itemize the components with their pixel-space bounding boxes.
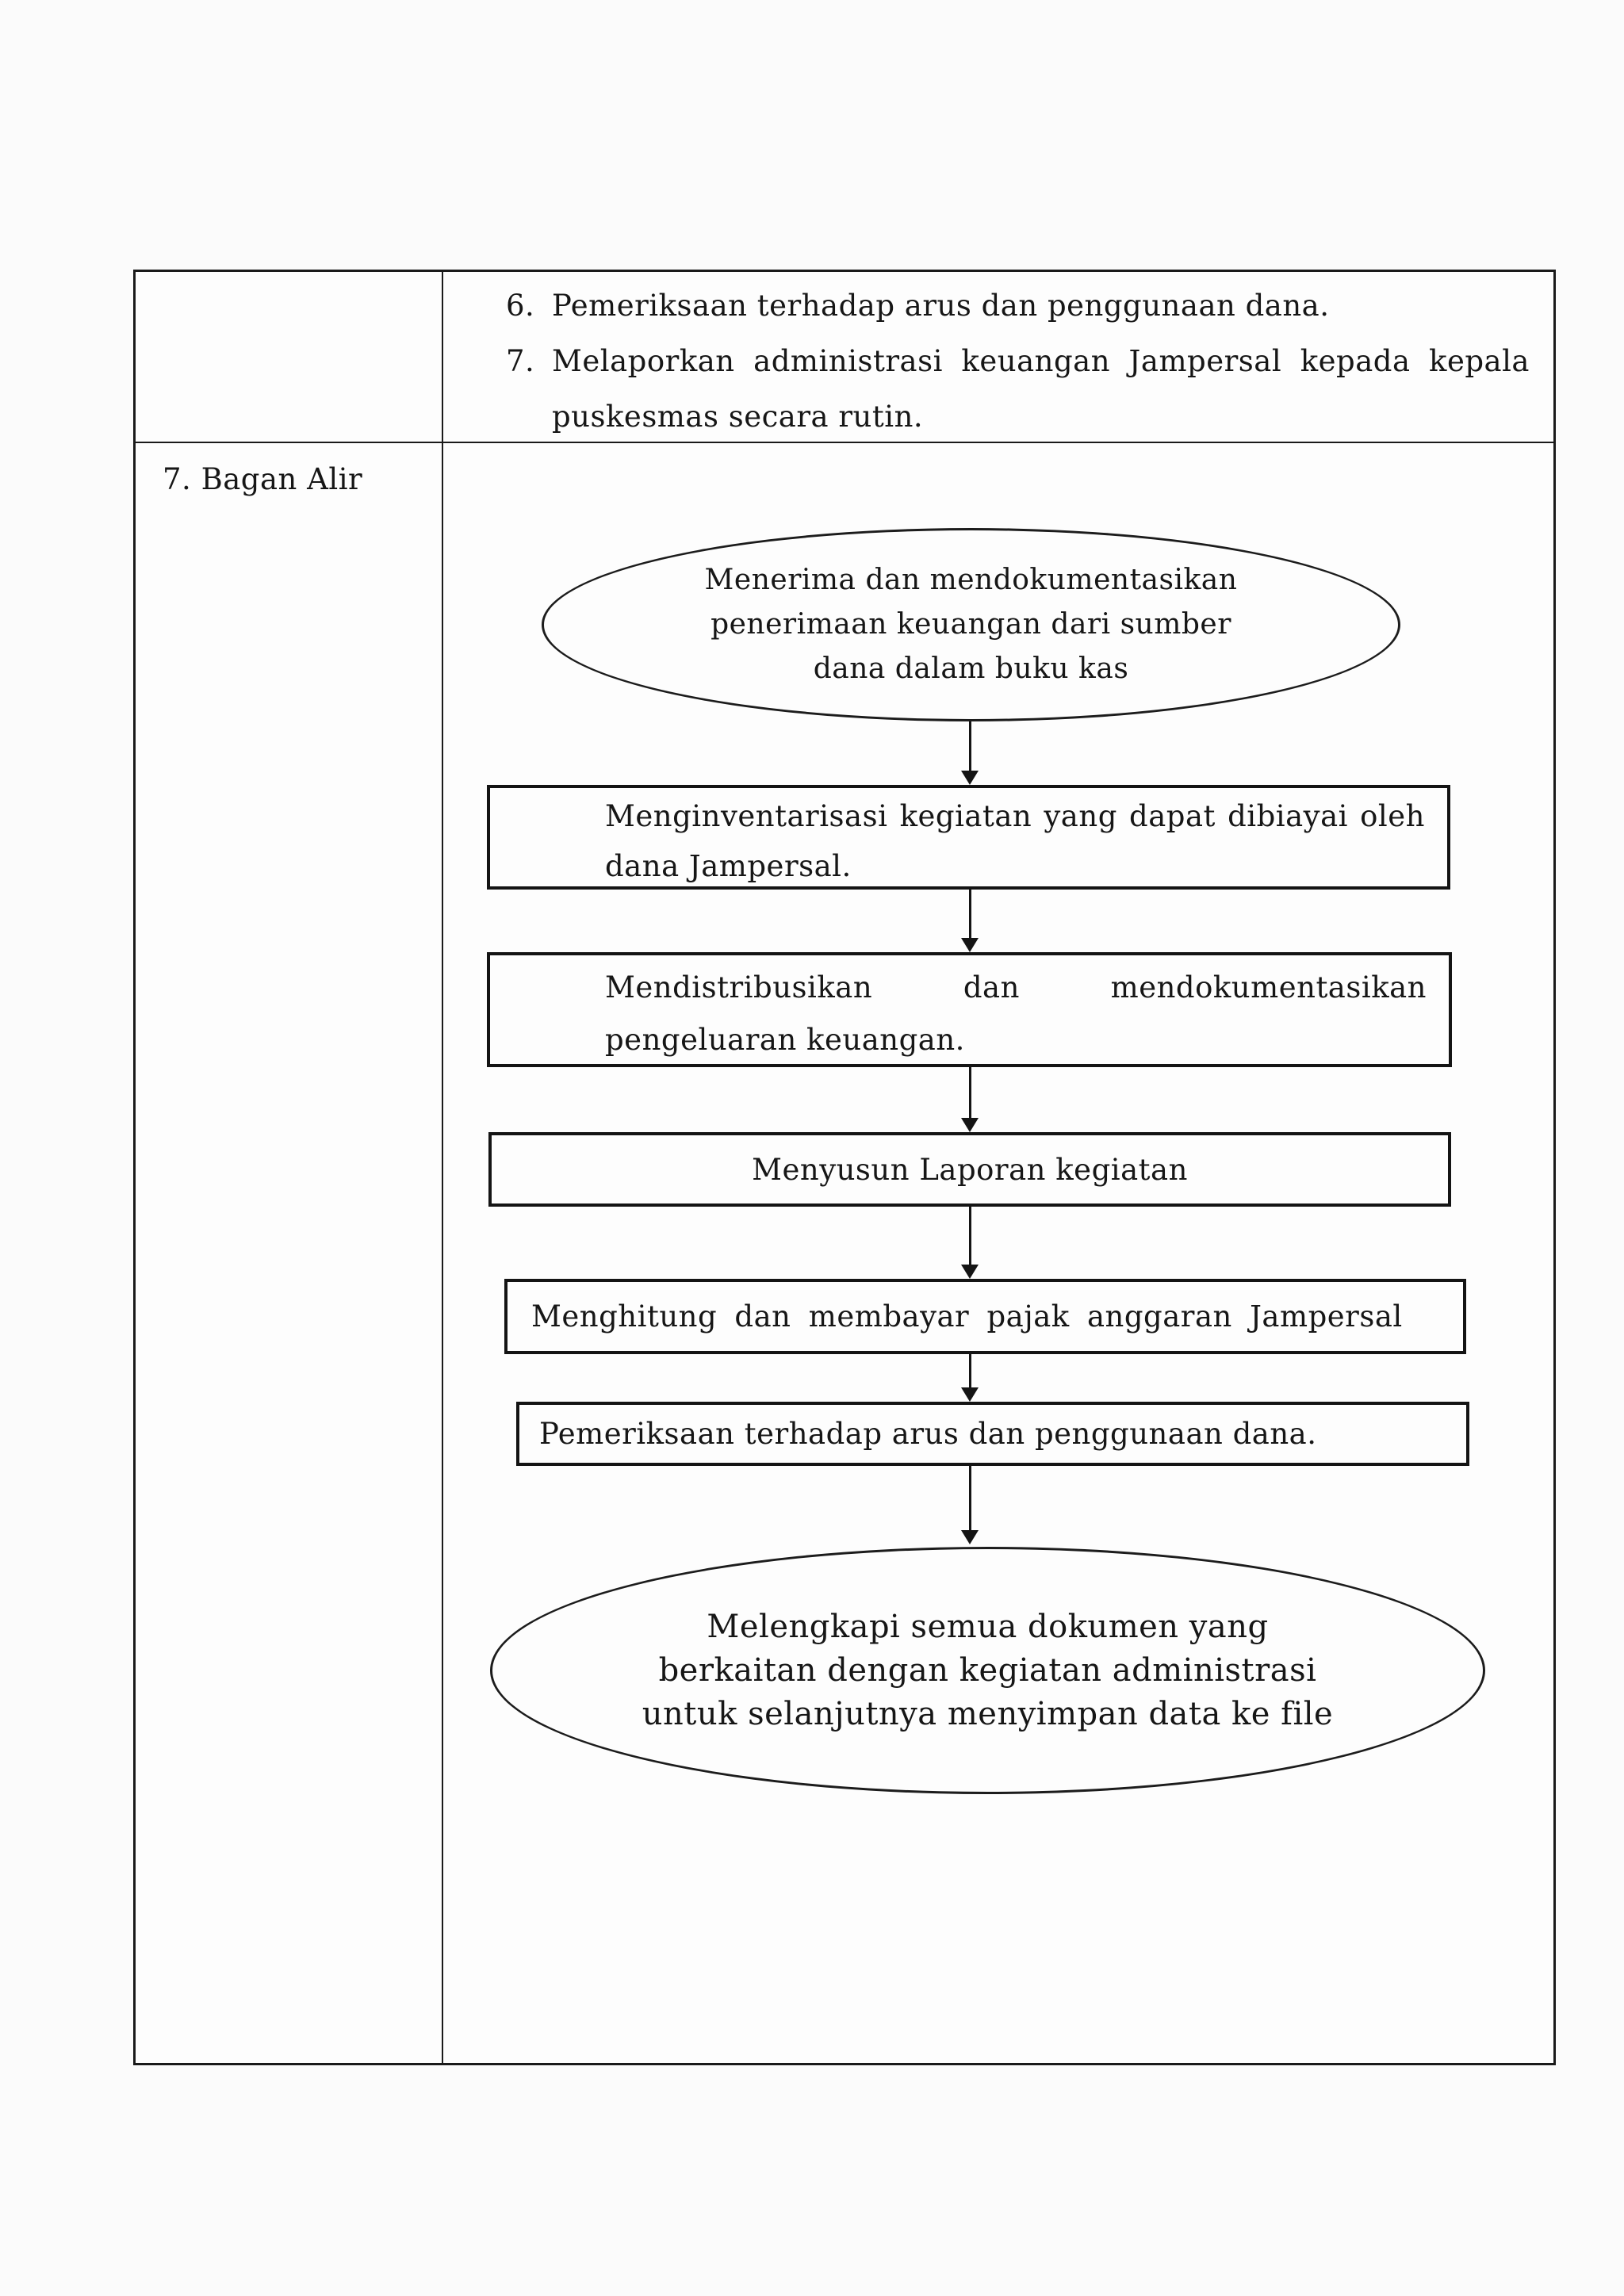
flow-node-text: pengeluaran keuangan. xyxy=(605,1023,965,1057)
list-item-text: puskesmas secara rutin. xyxy=(552,400,924,434)
flow-step-3-rect: Menyusun Laporan kegiatan xyxy=(488,1132,1451,1207)
flow-node-text: Menginventarisasi kegiatan yang dapat di… xyxy=(605,799,1425,833)
down-arrow-icon xyxy=(961,1466,979,1544)
flow-node-text: untuk selanjutnya menyimpan data ke file xyxy=(642,1695,1334,1732)
arrow-head xyxy=(961,1118,979,1132)
flow-node-text: Menyusun Laporan kegiatan xyxy=(752,1153,1188,1187)
flow-node-text: dana dalam buku kas xyxy=(813,652,1129,685)
flow-node-text: Menerima dan mendokumentasikan xyxy=(704,564,1238,596)
down-arrow-icon xyxy=(961,1354,979,1402)
flow-step-2-rect: Mendistribusikan dan mendokumentasikan p… xyxy=(487,952,1452,1067)
arrow-stem xyxy=(969,1354,971,1388)
list-item-number: 6. xyxy=(506,289,535,323)
arrow-stem xyxy=(969,721,971,771)
flow-node-text: Melengkapi semua dokumen yang xyxy=(707,1608,1269,1645)
arrow-stem xyxy=(969,1207,971,1265)
row-label-cell: 7. Bagan Alir xyxy=(136,443,443,2063)
down-arrow-icon xyxy=(961,721,979,785)
flow-step-5-rect: Pemeriksaan terhadap arus dan penggunaan… xyxy=(516,1402,1469,1466)
section-label: 7. Bagan Alir xyxy=(163,462,363,496)
list-item-number: 7. xyxy=(506,344,535,378)
down-arrow-icon xyxy=(961,1067,979,1132)
flow-step-1-rect: Menginventarisasi kegiatan yang dapat di… xyxy=(487,785,1450,890)
down-arrow-icon xyxy=(961,890,979,952)
arrow-head xyxy=(961,1265,979,1279)
arrow-head xyxy=(961,771,979,785)
flow-node-text: Menghitung dan membayar pajak anggaran J… xyxy=(531,1299,1403,1334)
flowchart-cell: Menerima dan mendokumentasikan penerimaa… xyxy=(443,443,1553,2063)
procedure-list-cell: 6. Pemeriksaan terhadap arus dan penggun… xyxy=(443,272,1553,443)
flow-node-text: Mendistribusikan dan mendokumentasikan xyxy=(605,970,1427,1004)
list-item: 6. Pemeriksaan terhadap arus dan penggun… xyxy=(443,278,1530,334)
sop-document-table: 6. Pemeriksaan terhadap arus dan penggun… xyxy=(133,270,1556,2065)
arrow-stem xyxy=(969,890,971,939)
arrow-head xyxy=(961,938,979,952)
arrow-head xyxy=(961,1530,979,1544)
empty-cell xyxy=(136,272,443,443)
flow-end-ellipse: Melengkapi semua dokumen yang berkaitan … xyxy=(490,1547,1485,1794)
flow-node-text: dana Jampersal. xyxy=(605,849,852,883)
arrow-stem xyxy=(969,1067,971,1119)
flow-step-4-rect: Menghitung dan membayar pajak anggaran J… xyxy=(504,1279,1466,1354)
arrow-head xyxy=(961,1387,979,1402)
flow-node-text: Pemeriksaan terhadap arus dan penggunaan… xyxy=(539,1417,1317,1451)
flow-start-ellipse: Menerima dan mendokumentasikan penerimaa… xyxy=(542,528,1400,721)
list-item: 7. Melaporkan administrasi keuangan Jamp… xyxy=(443,334,1530,445)
down-arrow-icon xyxy=(961,1207,979,1279)
arrow-stem xyxy=(969,1466,971,1531)
list-item-text: Melaporkan administrasi keuangan Jampers… xyxy=(552,344,1530,378)
flow-node-text: berkaitan dengan kegiatan administrasi xyxy=(658,1651,1317,1689)
flow-node-text: penerimaan keuangan dari sumber xyxy=(710,608,1231,641)
list-item-text: Pemeriksaan terhadap arus dan penggunaan… xyxy=(552,289,1330,323)
